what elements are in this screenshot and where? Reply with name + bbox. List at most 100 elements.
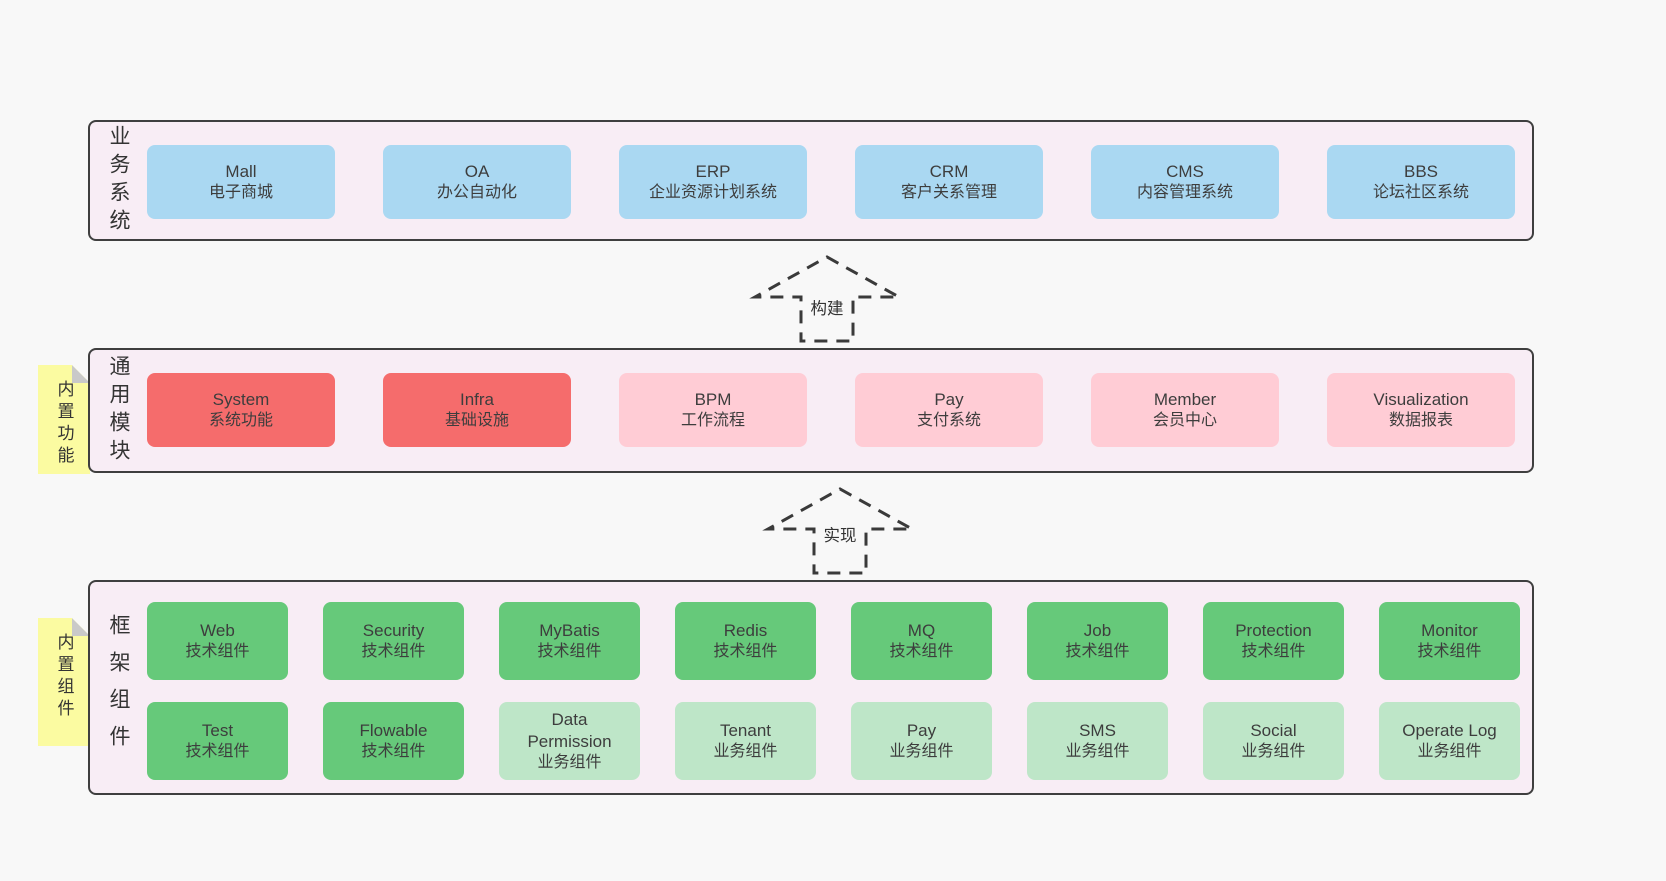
panel-business-systems: 业务系统 Mall 电子商城 OA 办公自动化 ERP 企业资源计划系统 CRM… <box>88 120 1534 241</box>
common-modules-row: System 系统功能 Infra 基础设施 BPM 工作流程 Pay 支付系统… <box>147 373 1515 447</box>
box-pay-component: Pay 业务组件 <box>851 702 992 780</box>
box-subtitle: 业务组件 <box>537 753 602 771</box>
box-subtitle: 技术组件 <box>185 642 250 660</box>
box-crm: CRM 客户关系管理 <box>855 145 1043 219</box>
box-data-permission: Data Permission 业务组件 <box>499 702 640 780</box>
panel-title-common-modules: 通用模块 <box>107 354 130 467</box>
box-title: BBS <box>1403 161 1439 181</box>
box-subtitle: 业务组件 <box>1417 742 1482 760</box>
box-title: Mall <box>225 161 257 181</box>
business-systems-row: Mall 电子商城 OA 办公自动化 ERP 企业资源计划系统 CRM 客户关系… <box>147 145 1515 219</box>
box-title: CRM <box>929 161 969 181</box>
box-social: Social 业务组件 <box>1203 702 1344 780</box>
box-title: Infra <box>459 389 495 409</box>
panel-framework-components: 框架组件 Web 技术组件 Security 技术组件 MyBatis 技术组件… <box>88 580 1534 795</box>
box-title: Data Permission <box>527 709 612 751</box>
box-tenant: Tenant 业务组件 <box>675 702 816 780</box>
box-subtitle: 企业资源计划系统 <box>648 183 777 201</box>
box-subtitle: 工作流程 <box>680 411 745 429</box>
box-title: ERP <box>695 161 731 181</box>
box-title: Operate Log <box>1402 720 1497 740</box>
panel-common-modules: 通用模块 System 系统功能 Infra 基础设施 BPM 工作流程 Pay… <box>88 348 1534 473</box>
box-title: Tenant <box>719 720 772 740</box>
box-subtitle: 基础设施 <box>444 411 509 429</box>
box-protection: Protection 技术组件 <box>1203 602 1344 680</box>
box-test: Test 技术组件 <box>147 702 288 780</box>
arrow-label-build: 构建 <box>807 294 847 320</box>
box-subtitle: 技术组件 <box>537 642 602 660</box>
box-pay-module: Pay 支付系统 <box>855 373 1043 447</box>
box-web: Web 技术组件 <box>147 602 288 680</box>
panel-title-framework-components: 框架组件 <box>107 613 130 762</box>
box-redis: Redis 技术组件 <box>675 602 816 680</box>
box-title: Member <box>1153 389 1217 409</box>
box-title: Visualization <box>1373 389 1469 409</box>
box-title: CMS <box>1166 161 1204 181</box>
box-subtitle: 系统功能 <box>208 411 273 429</box>
box-subtitle: 技术组件 <box>1065 642 1130 660</box>
box-subtitle: 论坛社区系统 <box>1372 183 1469 201</box>
box-system: System 系统功能 <box>147 373 335 447</box>
up-arrow-icon <box>762 487 918 575</box>
box-mall: Mall 电子商城 <box>147 145 335 219</box>
box-title: OA <box>464 161 490 181</box>
box-title: Protection <box>1235 620 1312 640</box>
box-title: Monitor <box>1421 620 1478 640</box>
box-mq: MQ 技术组件 <box>851 602 992 680</box>
box-bbs: BBS 论坛社区系统 <box>1327 145 1515 219</box>
box-bpm: BPM 工作流程 <box>619 373 807 447</box>
sticky-note-builtin-components: 内置组件 <box>38 618 90 746</box>
box-mybatis: MyBatis 技术组件 <box>499 602 640 680</box>
box-title: BPM <box>694 389 732 409</box>
box-title: MyBatis <box>539 620 600 640</box>
up-arrow-icon <box>749 255 905 343</box>
note-text: 内置组件 <box>54 633 74 721</box>
box-job: Job 技术组件 <box>1027 602 1168 680</box>
framework-components-row-2: Test 技术组件 Flowable 技术组件 Data Permission … <box>147 702 1520 780</box>
box-subtitle: 办公自动化 <box>436 183 517 201</box>
box-member: Member 会员中心 <box>1091 373 1279 447</box>
box-title: System <box>212 389 270 409</box>
box-monitor: Monitor 技术组件 <box>1379 602 1520 680</box>
box-subtitle: 业务组件 <box>713 742 778 760</box>
box-visualization: Visualization 数据报表 <box>1327 373 1515 447</box>
framework-components-row-1: Web 技术组件 Security 技术组件 MyBatis 技术组件 Redi… <box>147 602 1520 680</box>
box-subtitle: 业务组件 <box>1241 742 1306 760</box>
box-subtitle: 支付系统 <box>916 411 981 429</box>
box-subtitle: 技术组件 <box>1241 642 1306 660</box>
box-subtitle: 业务组件 <box>889 742 954 760</box>
box-cms: CMS 内容管理系统 <box>1091 145 1279 219</box>
box-operate-log: Operate Log 业务组件 <box>1379 702 1520 780</box>
arrow-label-implement: 实现 <box>820 521 860 547</box>
box-title: Job <box>1083 620 1112 640</box>
box-title: Pay <box>906 720 937 740</box>
box-flowable: Flowable 技术组件 <box>323 702 464 780</box>
box-subtitle: 技术组件 <box>361 642 426 660</box>
box-title: MQ <box>907 620 936 640</box>
box-subtitle: 会员中心 <box>1152 411 1217 429</box>
box-title: Web <box>200 620 235 640</box>
box-subtitle: 技术组件 <box>185 742 250 760</box>
box-sms: SMS 业务组件 <box>1027 702 1168 780</box>
box-erp: ERP 企业资源计划系统 <box>619 145 807 219</box>
box-security: Security 技术组件 <box>323 602 464 680</box>
box-subtitle: 技术组件 <box>713 642 778 660</box>
box-subtitle: 技术组件 <box>361 742 426 760</box>
box-subtitle: 技术组件 <box>889 642 954 660</box>
box-subtitle: 数据报表 <box>1388 411 1453 429</box>
box-title: Flowable <box>359 720 428 740</box>
note-text: 内置功能 <box>54 380 74 468</box>
box-subtitle: 内容管理系统 <box>1136 183 1233 201</box>
box-subtitle: 业务组件 <box>1065 742 1130 760</box>
box-subtitle: 电子商城 <box>208 183 273 201</box>
panel-title-business-systems: 业务系统 <box>107 124 130 237</box>
box-title: Security <box>362 620 425 640</box>
box-subtitle: 技术组件 <box>1417 642 1482 660</box>
sticky-note-builtin-features: 内置功能 <box>38 365 90 474</box>
box-title: Pay <box>934 389 964 409</box>
box-title: Social <box>1250 720 1297 740</box>
box-infra: Infra 基础设施 <box>383 373 571 447</box>
box-subtitle: 客户关系管理 <box>900 183 997 201</box>
box-oa: OA 办公自动化 <box>383 145 571 219</box>
box-title: SMS <box>1079 720 1116 740</box>
